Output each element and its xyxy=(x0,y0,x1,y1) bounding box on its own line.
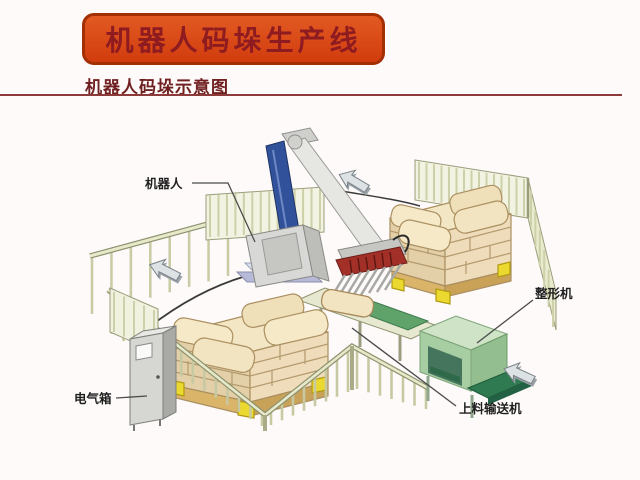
slide-subtitle: 机器人码垛示意图 xyxy=(85,78,229,97)
pallet-stack-left xyxy=(169,293,329,419)
flow-arrow-icon xyxy=(146,255,185,286)
header-divider-line xyxy=(0,94,622,96)
pallet-stack-right xyxy=(389,184,512,305)
electrical-cabinet xyxy=(109,287,177,431)
label-feeding-conveyor: 上料输送机 xyxy=(459,401,522,416)
label-shaping-machine: 整形机 xyxy=(535,286,573,301)
safety-fence-front xyxy=(106,288,430,431)
slide-title: 机器人码垛生产线 xyxy=(105,25,362,56)
feeding-conveyor xyxy=(296,287,440,361)
robot-arm-illustration xyxy=(235,127,410,302)
leader-line-robot xyxy=(192,182,256,243)
bag-on-conveyor xyxy=(320,288,375,318)
production-line-diagram: 机器人 电气箱 整形机 上料输送机 xyxy=(74,127,573,431)
slide-title-banner: 机器人码垛生产线 xyxy=(82,13,385,65)
leader-line-shaping-machine xyxy=(476,299,534,344)
leader-line-electrical-box xyxy=(115,395,148,399)
label-electrical-box: 电气箱 xyxy=(74,391,112,406)
label-robot: 机器人 xyxy=(145,176,183,191)
leader-line-feeding-conveyor xyxy=(351,327,457,407)
